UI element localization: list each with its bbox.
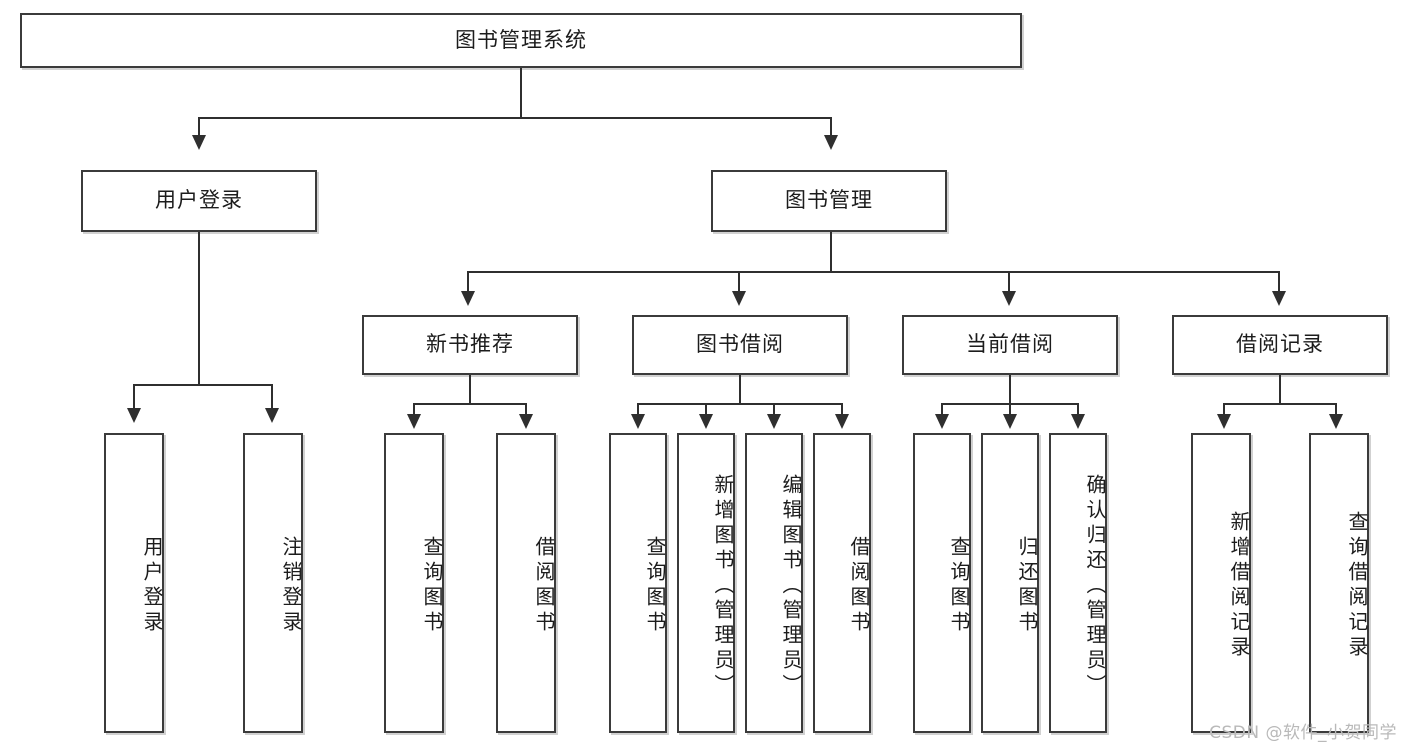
connector-current-borrow-leaf-1: [941, 403, 943, 416]
arrow-book-borrow-leaf-1: [631, 414, 645, 429]
connector-current-borrow-stem: [1009, 375, 1011, 404]
connector-user-login-leaf-2: [271, 384, 273, 410]
node-label: 借阅记录: [1236, 332, 1324, 357]
leaf-current-borrow-confirm-return-admin[interactable]: 确认归还（管理员）: [1049, 433, 1107, 733]
arrow-current-borrow-leaf-2: [1003, 414, 1017, 429]
connector-root-stem: [520, 68, 522, 118]
node-label: 查询图书: [420, 536, 444, 636]
arrow-to-book-management: [824, 135, 838, 150]
connector-borrow-record-bus: [1223, 403, 1337, 405]
connector-book-borrow-leaf-3: [773, 403, 775, 416]
connector-book-borrow-stem: [739, 375, 741, 404]
node-label: 编辑图书（管理员）: [779, 473, 803, 699]
arrow-book-borrow-leaf-3: [767, 414, 781, 429]
node-user-login[interactable]: 用户登录: [81, 170, 317, 232]
node-borrow-record[interactable]: 借阅记录: [1172, 315, 1388, 375]
arrow-current-borrow-leaf-3: [1071, 414, 1085, 429]
node-label: 借阅图书: [847, 536, 871, 636]
leaf-book-borrow-borrow-book[interactable]: 借阅图书: [813, 433, 871, 733]
leaf-current-borrow-query-book[interactable]: 查询图书: [913, 433, 971, 733]
leaf-book-borrow-edit-book-admin[interactable]: 编辑图书（管理员）: [745, 433, 803, 733]
node-label: 图书管理: [785, 188, 873, 213]
node-label: 新增借阅记录: [1227, 511, 1251, 661]
node-label: 当前借阅: [966, 332, 1054, 357]
node-root-book-management-system[interactable]: 图书管理系统: [20, 13, 1022, 68]
arrow-to-new-book: [461, 291, 475, 306]
leaf-current-borrow-return-book[interactable]: 归还图书: [981, 433, 1039, 733]
node-label: 借阅图书: [532, 536, 556, 636]
connector-book-borrow-leaf-2: [705, 403, 707, 416]
connector-borrow-record-leaf-1: [1223, 403, 1225, 416]
arrow-new-book-leaf-1: [407, 414, 421, 429]
leaf-new-book-borrow-book[interactable]: 借阅图书: [496, 433, 556, 733]
arrow-to-current-borrow: [1002, 291, 1016, 306]
connector-level2-bus: [198, 117, 832, 119]
node-label: 注销登录: [279, 536, 303, 636]
connector-level3-bus: [467, 271, 1280, 273]
node-label: 新书推荐: [426, 332, 514, 357]
connector-book-management-stem: [830, 232, 832, 272]
arrow-book-borrow-leaf-2: [699, 414, 713, 429]
connector-new-book-leaf-1: [413, 403, 415, 416]
arrow-user-login-leaf-1: [127, 408, 141, 423]
leaf-borrow-record-add-record[interactable]: 新增借阅记录: [1191, 433, 1251, 733]
node-label: 图书管理系统: [455, 27, 587, 52]
arrow-to-user-login: [192, 135, 206, 150]
node-new-book-recommendation[interactable]: 新书推荐: [362, 315, 578, 375]
arrow-new-book-leaf-2: [519, 414, 533, 429]
node-label: 用户登录: [155, 188, 243, 213]
node-book-borrow[interactable]: 图书借阅: [632, 315, 848, 375]
connector-borrow-record-stem: [1279, 375, 1281, 404]
connector-to-book-borrow: [738, 271, 740, 293]
connector-to-current-borrow: [1008, 271, 1010, 293]
connector-book-borrow-leaf-4: [841, 403, 843, 416]
connector-new-book-bus: [413, 403, 527, 405]
node-current-borrow[interactable]: 当前借阅: [902, 315, 1118, 375]
node-label: 归还图书: [1015, 536, 1039, 636]
leaf-logout[interactable]: 注销登录: [243, 433, 303, 733]
node-label: 查询图书: [947, 536, 971, 636]
node-label: 查询图书: [643, 536, 667, 636]
arrow-borrow-record-leaf-1: [1217, 414, 1231, 429]
connector-to-user-login: [198, 117, 200, 137]
arrow-to-borrow-record: [1272, 291, 1286, 306]
arrow-book-borrow-leaf-4: [835, 414, 849, 429]
arrow-current-borrow-leaf-1: [935, 414, 949, 429]
connector-book-borrow-leaf-1: [637, 403, 639, 416]
connector-new-book-leaf-2: [525, 403, 527, 416]
arrow-to-book-borrow: [732, 291, 746, 306]
leaf-new-book-query-book[interactable]: 查询图书: [384, 433, 444, 733]
connector-to-book-management: [830, 117, 832, 137]
leaf-book-borrow-query-book[interactable]: 查询图书: [609, 433, 667, 733]
leaf-user-login[interactable]: 用户登录: [104, 433, 164, 733]
arrow-user-login-leaf-2: [265, 408, 279, 423]
connector-to-borrow-record: [1278, 271, 1280, 293]
leaf-borrow-record-query-record[interactable]: 查询借阅记录: [1309, 433, 1369, 733]
node-label: 确认归还（管理员）: [1083, 473, 1107, 699]
leaf-book-borrow-add-book-admin[interactable]: 新增图书（管理员）: [677, 433, 735, 733]
connector-new-book-stem: [469, 375, 471, 404]
node-label: 新增图书（管理员）: [711, 473, 735, 699]
arrow-borrow-record-leaf-2: [1329, 414, 1343, 429]
connector-to-new-book: [467, 271, 469, 293]
node-label: 查询借阅记录: [1345, 511, 1369, 661]
node-label: 用户登录: [140, 536, 164, 636]
connector-current-borrow-leaf-2: [1009, 403, 1011, 416]
connector-user-login-bus: [133, 384, 273, 386]
connector-borrow-record-leaf-2: [1335, 403, 1337, 416]
connector-user-login-leaf-1: [133, 384, 135, 410]
node-book-management[interactable]: 图书管理: [711, 170, 947, 232]
connector-book-borrow-bus: [637, 403, 843, 405]
connector-current-borrow-leaf-3: [1077, 403, 1079, 416]
node-label: 图书借阅: [696, 332, 784, 357]
connector-user-login-stem: [198, 232, 200, 385]
